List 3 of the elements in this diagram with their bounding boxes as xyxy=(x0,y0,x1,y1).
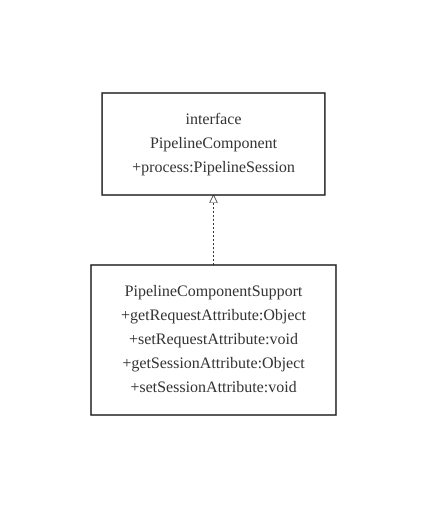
node-box: interface PipelineComponent +process:PipelineSession xyxy=(100,92,326,196)
arrow xyxy=(208,194,218,266)
node-box: PipelineComponentSupport +getRequestAttribute:Object +setRequestAttribute:void +getSessionAttribute:Object +setSessionAttribute:void xyxy=(90,264,336,416)
